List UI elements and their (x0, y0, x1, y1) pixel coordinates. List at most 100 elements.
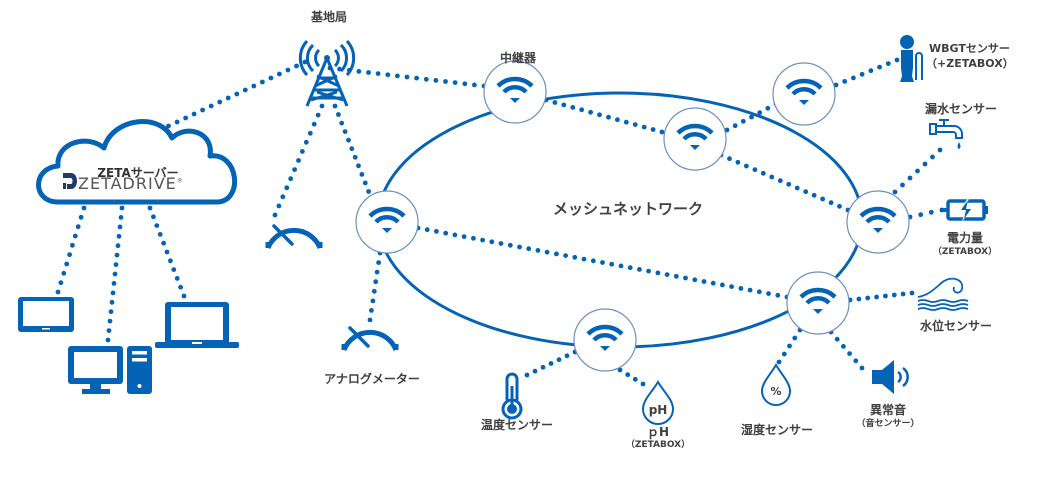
link-dot (615, 117, 620, 123)
link-dot (296, 158, 301, 163)
link-dot (609, 261, 615, 267)
link-dot (885, 61, 891, 66)
link-dot (727, 156, 732, 162)
link-dot (907, 175, 913, 181)
link-dot (315, 112, 321, 118)
link-dot (655, 270, 661, 276)
link-dot (588, 109, 593, 115)
link-dot (757, 110, 763, 116)
link-dot (561, 102, 567, 108)
link-dot (280, 194, 286, 200)
link-dot (877, 64, 882, 70)
link-dot (373, 279, 379, 285)
link-dot (769, 174, 775, 180)
link-dot (285, 67, 291, 73)
link-dot (370, 298, 376, 304)
link-dot (507, 242, 513, 248)
link-dot (70, 242, 75, 248)
link-dot (853, 358, 859, 364)
mesh-node-tr (772, 62, 836, 126)
antenna-tower-icon (298, 39, 356, 107)
link-dot (319, 103, 325, 109)
link-dot (424, 227, 430, 233)
link-dot (251, 83, 257, 89)
link-dot (600, 260, 605, 265)
zetadrive-brand-text: ZETADRIVE (78, 174, 177, 193)
ph-sublabel: （ZETABOX） (625, 440, 691, 450)
link-dot (937, 147, 943, 153)
wave-icon (917, 277, 969, 311)
link-dot (119, 205, 125, 211)
ph-drop-icon: pH (641, 380, 675, 425)
link-dot (724, 127, 730, 133)
link-dot (181, 293, 187, 299)
leak-sensor-label: 漏水センサー (924, 102, 998, 116)
temperature-label: 温度センサー (480, 418, 554, 432)
link-dot (366, 70, 371, 75)
link-dot (118, 215, 124, 220)
power-label: 電力量 (946, 231, 984, 245)
link-dot (208, 103, 214, 109)
link-dot (552, 100, 558, 105)
abnormal-sound-sublabel: （音センサー） (856, 419, 920, 429)
link-dot (617, 367, 623, 373)
link-dot (183, 115, 189, 121)
link-dot (58, 280, 64, 286)
link-dot (472, 82, 477, 88)
zetadrive-brand: ZETADRIVE® (78, 174, 184, 193)
link-dot (151, 214, 156, 220)
link-dot (625, 372, 631, 378)
link-dot (108, 309, 114, 315)
ph-label: ｐH (646, 425, 670, 439)
link-dot (359, 172, 365, 177)
link-dot (225, 95, 231, 101)
link-dot (637, 267, 642, 272)
link-dot (75, 224, 81, 230)
link-dot (664, 272, 670, 277)
link-dot (928, 209, 934, 215)
link-dot (154, 223, 160, 229)
link-dot (794, 185, 800, 191)
link-dot (311, 121, 317, 127)
link-dot (147, 205, 153, 211)
link-dot (268, 75, 274, 81)
link-dot (78, 214, 84, 220)
humidity-label: 湿度センサー (740, 423, 814, 437)
node-circle (355, 190, 419, 254)
link-dot (300, 149, 305, 154)
link-dot (157, 232, 163, 237)
link-dot (775, 292, 781, 298)
link-dot (606, 114, 611, 120)
node-circle (772, 62, 836, 126)
gauge-icon (268, 220, 320, 248)
node-circle (663, 107, 727, 171)
link-dot (339, 120, 345, 126)
link-dot (650, 127, 656, 132)
link-dot (113, 262, 119, 267)
link-dot (640, 381, 646, 387)
link-dot (744, 163, 749, 169)
link-dot (590, 258, 596, 264)
link-dot (524, 372, 530, 378)
link-dot (356, 163, 361, 169)
link-dot (732, 123, 738, 129)
link-dot (81, 205, 87, 211)
registered-mark: ® (176, 177, 184, 185)
link-dot (811, 192, 817, 198)
link-dot (366, 189, 371, 194)
link-dot (452, 232, 458, 238)
link-dot (787, 343, 792, 349)
link-dot (563, 253, 568, 258)
link-dot (556, 357, 562, 363)
link-dot (342, 129, 348, 135)
link-dot (423, 76, 429, 82)
battery-charge-icon (940, 198, 988, 222)
base-station-label: 基地局 (310, 10, 348, 24)
link-dot (833, 82, 839, 88)
link-dot (909, 290, 915, 296)
link-dot (404, 74, 410, 80)
link-dot (480, 237, 485, 243)
link-dot (61, 270, 67, 276)
link-dot (332, 103, 338, 109)
